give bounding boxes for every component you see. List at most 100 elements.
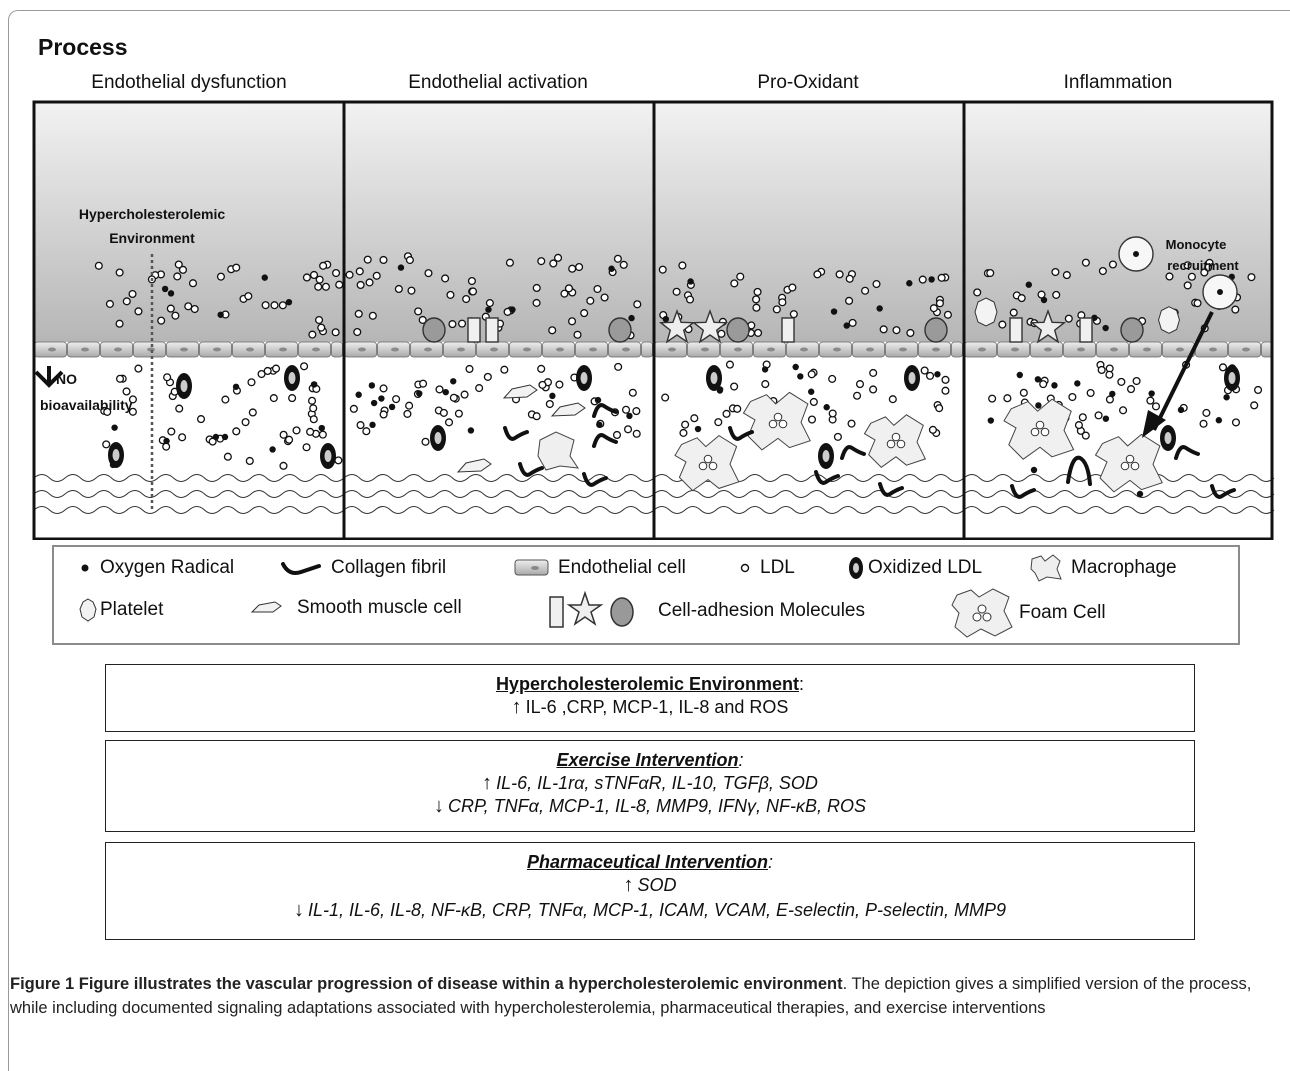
up-arrow-icon: ↑: [482, 772, 493, 794]
ldl-particle: [439, 408, 448, 417]
foam-cell-droplet: [886, 439, 896, 449]
ldl-particle: [465, 364, 474, 374]
endothelial-nucleus: [213, 347, 221, 352]
elastic-lamina: [653, 506, 965, 514]
endothelial-cell: [951, 341, 963, 358]
ldl-particle: [105, 299, 114, 308]
endothelial-nucleus: [424, 347, 432, 352]
stage-title-endothelial-dysfunction: Endothelial dysfunction: [91, 72, 287, 93]
ldl-particle: [1078, 413, 1087, 422]
endothelial-nucleus: [81, 347, 89, 352]
ldl-particle: [190, 304, 199, 314]
ldl-particle: [94, 261, 103, 270]
ldl-particle: [355, 267, 364, 276]
ldl-particle: [483, 372, 492, 381]
oxygen-radical: [1034, 376, 1042, 383]
ldl-particle: [223, 452, 232, 461]
ldl-particle: [307, 396, 317, 405]
ldl-particle: [232, 427, 241, 436]
endothelial-cell: [641, 341, 653, 358]
ldl-particle: [986, 268, 995, 278]
ldl-particle: [306, 427, 315, 436]
ldl-particle: [216, 272, 225, 281]
ldl-particle: [332, 268, 341, 278]
ldl-particle: [752, 295, 761, 304]
caption-text: . The depiction gives a simplified versi…: [10, 975, 1252, 1017]
ldl-particle: [928, 425, 937, 434]
ldl-particle: [379, 384, 388, 393]
ldl-particle: [807, 415, 817, 424]
ldl-particle: [288, 394, 297, 403]
collagen-fibril: [1010, 484, 1036, 499]
ldl-particle: [446, 290, 455, 299]
ldl-particle: [545, 399, 554, 409]
endothelial-nucleus: [358, 347, 366, 352]
ldl-particle: [733, 404, 742, 413]
ldl-particle: [279, 461, 288, 470]
ldl-particle: [1052, 290, 1061, 299]
adhesion-molecule-rect: [467, 317, 481, 343]
ldl-particle: [722, 409, 731, 418]
endothelial-nucleus: [978, 347, 986, 352]
ldl-particle: [1105, 370, 1114, 379]
ldl-particle: [613, 254, 622, 263]
ldl-particle: [460, 390, 469, 399]
ldl-particle: [421, 437, 430, 446]
ldl-particle: [379, 410, 388, 419]
oxygen-radical: [370, 399, 378, 407]
oxygen-radical: [467, 427, 475, 434]
ldl-particle: [1003, 394, 1012, 403]
ldl-particle: [257, 369, 266, 379]
legend-collagen-fibril: Collagen fibril: [279, 557, 446, 579]
monocyte-nucleus: [1217, 289, 1223, 295]
ldl-particle: [998, 320, 1007, 329]
legend-endothelial-cell: Endothelial cell: [514, 557, 686, 579]
ldl-particle: [937, 273, 946, 282]
oxygen-radical: [1177, 406, 1185, 414]
ldl-particle: [789, 310, 798, 319]
oxygen-radical: [1040, 296, 1048, 304]
oxygen-radical: [388, 403, 396, 411]
ldl-particle: [302, 443, 311, 452]
oxygen-radical: [1136, 490, 1144, 498]
ldl-particle: [575, 262, 584, 272]
ldl-particle: [807, 370, 816, 379]
endothelial-nucleus: [1077, 347, 1085, 352]
ldl-particle: [1199, 419, 1208, 428]
endothelial-nucleus: [1044, 347, 1052, 352]
ldl-particle: [828, 374, 837, 383]
ldl-particle: [1193, 299, 1202, 308]
adhesion-molecule-star: [658, 308, 696, 344]
ldl-particle: [736, 272, 745, 281]
endothelial-nucleus: [866, 347, 874, 352]
ldl-particle: [157, 316, 166, 325]
ldl-particle: [1231, 305, 1240, 314]
macrophage: [537, 431, 580, 471]
ldl-particle: [678, 261, 687, 270]
ldl-particle: [362, 427, 371, 436]
legend-cell-adhesion-molecules: Cell-adhesion Molecules: [548, 591, 865, 631]
oxygen-radical: [928, 276, 935, 283]
ldl-particle: [892, 326, 901, 335]
ldl-particle: [134, 307, 143, 316]
ldl-particle: [1081, 258, 1090, 267]
oxygen-radical: [792, 363, 799, 371]
platelet-icon: [79, 598, 97, 622]
oxygen-radical: [596, 421, 603, 428]
oxygen-radical: [269, 446, 276, 453]
ldl-particle: [263, 366, 272, 376]
oxygen-radical: [378, 395, 385, 402]
foam-cell-droplet: [1130, 461, 1140, 471]
ldl-particle: [122, 297, 131, 306]
hypercholesterolemic-box: Hypercholesterolemic Environment: ↑IL-6 …: [105, 664, 1195, 732]
ldl-particle: [188, 279, 198, 288]
monocyte-nucleus: [1133, 251, 1139, 257]
ldl-particle: [292, 426, 301, 435]
foam-cell-droplet: [768, 419, 778, 429]
oxygen-radical: [808, 388, 815, 395]
ldl-particle: [941, 375, 950, 384]
ldl-particle: [730, 279, 739, 288]
ldl-particle: [1231, 418, 1241, 427]
oxygen-radical: [1109, 390, 1116, 398]
oxygen-radical: [761, 366, 769, 373]
